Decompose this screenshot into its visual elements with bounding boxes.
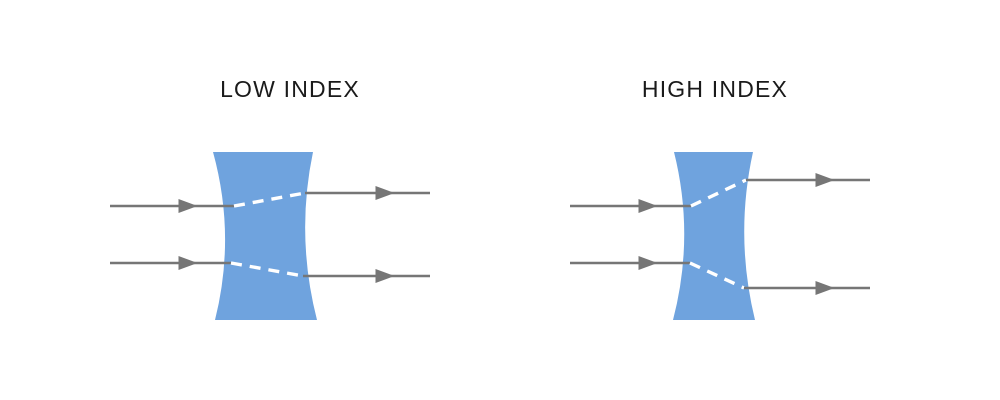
panel-title-low-index: LOW INDEX bbox=[220, 76, 360, 102]
high-index-upper-ray-outgoing-arrowhead bbox=[815, 173, 835, 187]
panel-title-high-index: HIGH INDEX bbox=[641, 76, 789, 102]
high-index-upper-ray bbox=[570, 173, 870, 213]
low-index-upper-ray-incoming-arrowhead bbox=[178, 199, 198, 213]
low-index-upper-ray-outgoing-arrowhead bbox=[375, 186, 395, 200]
high-index-lower-ray-refracted-dashed-line bbox=[689, 261, 745, 290]
svg-root bbox=[110, 152, 870, 320]
high-index-lower-ray-outgoing-arrowhead bbox=[815, 281, 835, 295]
low-index-biconcave-lens bbox=[213, 152, 317, 320]
low-index-upper-ray bbox=[110, 186, 430, 213]
high-index-lower-ray-incoming-arrowhead bbox=[638, 256, 658, 270]
high-index-lower-ray bbox=[570, 256, 870, 295]
low-index-lower-ray bbox=[110, 256, 430, 283]
low-index-upper-ray-refracted-dashed-line bbox=[233, 191, 306, 208]
high-index-upper-ray-incoming-arrowhead bbox=[638, 199, 658, 213]
panel-low-index bbox=[110, 152, 430, 320]
low-index-lower-ray-outgoing-arrowhead bbox=[375, 269, 395, 283]
high-index-upper-ray-refracted-dashed-line bbox=[690, 178, 747, 208]
low-index-lower-ray-incoming-arrowhead bbox=[178, 256, 198, 270]
panel-high-index bbox=[570, 152, 870, 320]
low-index-lower-ray-refracted-dashed-line bbox=[230, 261, 304, 278]
high-index-biconcave-lens bbox=[673, 152, 755, 320]
